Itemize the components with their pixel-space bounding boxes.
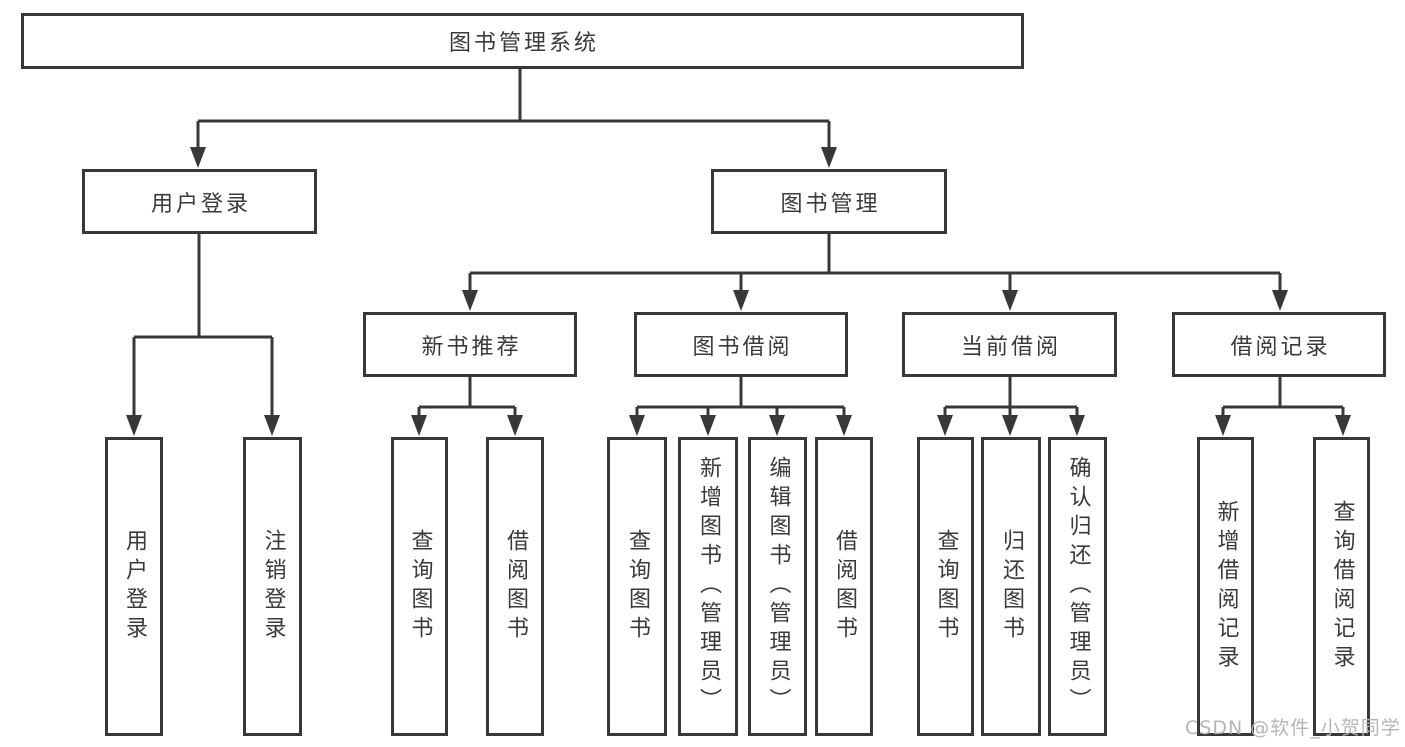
node-leaf-logout: 注销登录 — [243, 437, 302, 736]
node-new-book-recommend: 新书推荐 — [363, 312, 577, 377]
node-leaf-return-books: 归还图书 — [981, 437, 1041, 736]
node-leaf-confirm-return-admin: 确认归还（管理员） — [1048, 437, 1107, 736]
node-borrow-records: 借阅记录 — [1172, 312, 1386, 377]
csdn-watermark: CSDN @软件_小贺同学 — [1185, 717, 1401, 739]
node-leaf-add-books-admin: 新增图书（管理员） — [678, 437, 738, 736]
node-leaf-edit-books-admin: 编辑图书（管理员） — [748, 437, 807, 736]
node-leaf-query-books-current: 查询图书 — [917, 437, 974, 736]
node-library-management-system: 图书管理系统 — [21, 13, 1024, 69]
node-user-login: 用户登录 — [82, 169, 317, 234]
node-leaf-borrow-books-recommend: 借阅图书 — [486, 437, 544, 736]
node-leaf-borrow-books: 借阅图书 — [815, 437, 873, 736]
node-book-borrowing: 图书借阅 — [634, 312, 848, 377]
node-leaf-query-books-recommend: 查询图书 — [391, 437, 448, 736]
node-book-management: 图书管理 — [711, 169, 947, 234]
node-current-borrowing: 当前借阅 — [902, 312, 1117, 377]
node-leaf-add-borrow-record: 新增借阅记录 — [1197, 437, 1254, 736]
node-leaf-query-books-borrowing: 查询图书 — [607, 437, 667, 736]
node-leaf-query-borrow-record: 查询借阅记录 — [1313, 437, 1370, 736]
node-leaf-user-login: 用户登录 — [105, 437, 163, 736]
